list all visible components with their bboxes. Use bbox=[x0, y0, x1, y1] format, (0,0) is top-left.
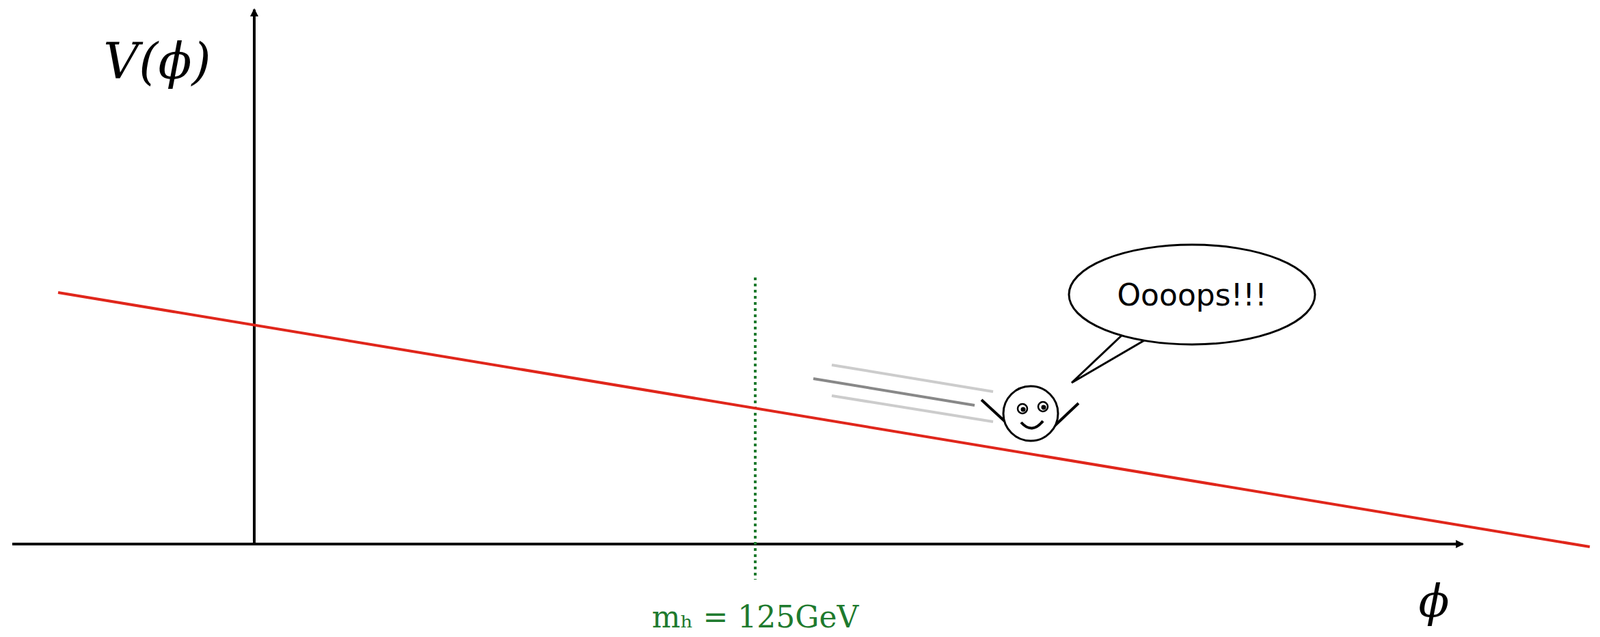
speech-bubble: Oooops!!! bbox=[1067, 243, 1317, 346]
speech-tail bbox=[1071, 334, 1146, 383]
phi-axis bbox=[12, 542, 1463, 546]
axis-label: V(ϕ) bbox=[103, 36, 211, 87]
higgs-mass-marker bbox=[753, 277, 757, 580]
motion-line bbox=[813, 378, 975, 406]
motion-line bbox=[831, 395, 994, 422]
bubble-text: Oooops!!! bbox=[1116, 277, 1267, 313]
motion-line bbox=[831, 364, 994, 392]
smiley-figure bbox=[981, 386, 1079, 441]
axis-label: ϕ bbox=[1418, 578, 1450, 625]
potential-curve bbox=[58, 292, 1590, 547]
v-axis bbox=[252, 9, 256, 545]
mass-label: mₕ = 125GeV bbox=[652, 602, 860, 633]
